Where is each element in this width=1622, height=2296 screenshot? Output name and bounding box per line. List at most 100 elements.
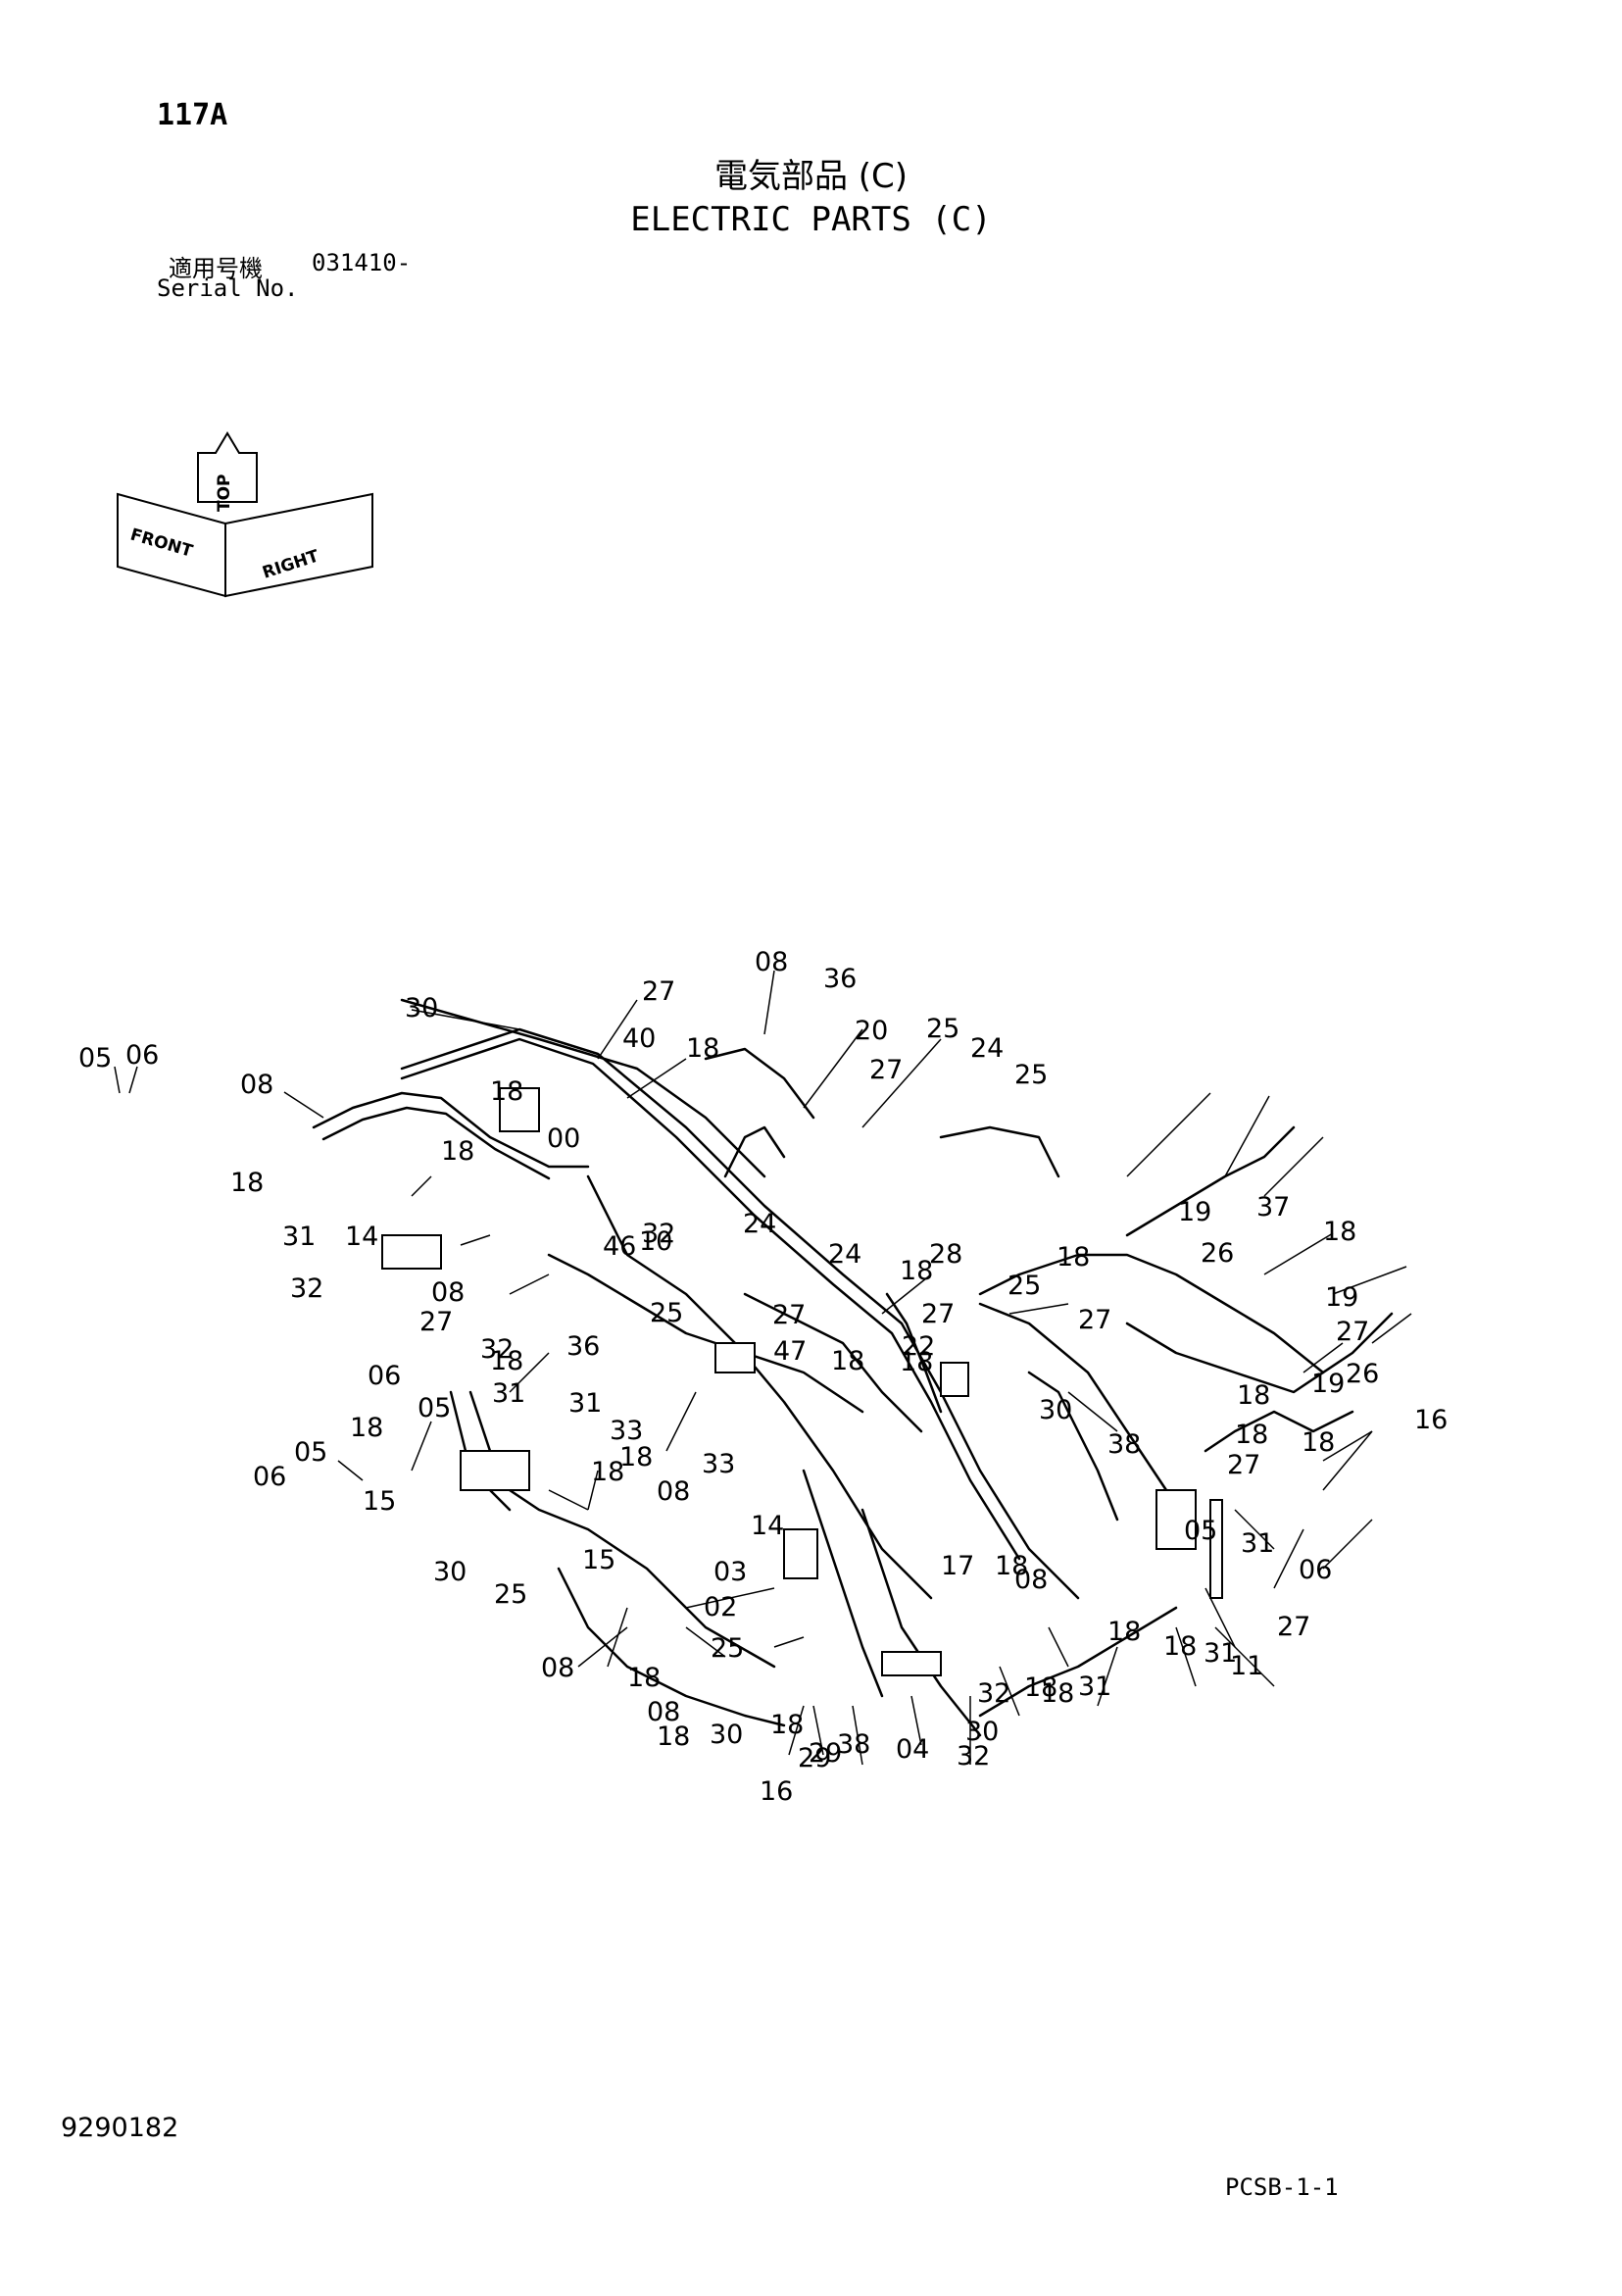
part-callout-31: 31: [1241, 1528, 1274, 1559]
part-callout-18: 18: [441, 1136, 474, 1167]
part-callout-04: 04: [896, 1734, 929, 1765]
part-callout-25: 25: [650, 1298, 683, 1328]
part-callout-33: 33: [702, 1449, 735, 1479]
part-callout-28: 28: [929, 1239, 962, 1270]
orientation-indicator: TOP FRONT RIGHT: [117, 431, 373, 598]
part-callout-27: 27: [1078, 1305, 1111, 1335]
part-callout-22: 22: [902, 1331, 935, 1362]
part-callout-18: 18: [657, 1722, 690, 1752]
part-callout-27: 27: [1227, 1450, 1260, 1480]
module-icon: [460, 1450, 530, 1491]
part-callout-47: 47: [773, 1336, 807, 1367]
part-callout-30: 30: [405, 993, 438, 1023]
part-callout-08: 08: [755, 947, 788, 977]
connector-icon: [714, 1342, 756, 1373]
part-callout-08: 08: [657, 1476, 690, 1507]
part-callout-27: 27: [772, 1300, 806, 1330]
serial-label-english: Serial No.: [157, 275, 299, 302]
part-callout-18: 18: [1024, 1672, 1057, 1703]
relay-box-icon: [499, 1087, 540, 1132]
part-callout-18: 18: [627, 1663, 661, 1693]
part-callout-17: 17: [941, 1551, 974, 1581]
part-callout-31: 31: [1078, 1672, 1111, 1702]
switch-box-icon: [783, 1528, 818, 1579]
part-callout-05: 05: [78, 1043, 112, 1073]
page-number: 117A: [157, 98, 228, 132]
part-callout-27: 27: [1277, 1612, 1310, 1642]
part-callout-19: 19: [1178, 1197, 1211, 1227]
serial-number-value: 031410-: [312, 249, 412, 276]
part-callout-36: 36: [823, 964, 857, 994]
terminal-strip-icon: [1209, 1499, 1223, 1599]
part-callout-15: 15: [582, 1545, 615, 1575]
part-callout-29: 29: [809, 1738, 842, 1769]
part-callout-18: 18: [1041, 1678, 1074, 1709]
part-callout-27: 27: [869, 1055, 903, 1085]
part-callout-25: 25: [1008, 1271, 1041, 1301]
part-callout-38: 38: [837, 1729, 870, 1760]
part-callout-26: 26: [1346, 1359, 1379, 1389]
electric-parts-diagram: 0506083027083640182025241827250018183114…: [78, 947, 1448, 1807]
part-callout-18: 18: [1235, 1420, 1268, 1450]
part-callout-18: 18: [490, 1346, 523, 1376]
part-callout-08: 08: [541, 1653, 574, 1683]
part-callout-30: 30: [710, 1720, 743, 1750]
part-callout-27: 27: [921, 1299, 955, 1329]
part-callout-18: 18: [591, 1457, 624, 1487]
part-callout-06: 06: [368, 1361, 401, 1391]
part-callout-27: 27: [1336, 1317, 1369, 1347]
page-title-english: ELECTRIC PARTS (C): [630, 200, 992, 239]
part-callout-05: 05: [1184, 1516, 1217, 1546]
part-callout-37: 37: [1256, 1192, 1290, 1223]
part-callout-18: 18: [900, 1256, 933, 1286]
part-callout-06: 06: [1299, 1555, 1332, 1585]
part-callout-32: 32: [977, 1678, 1010, 1709]
part-callout-18: 18: [1323, 1217, 1356, 1247]
part-callout-18: 18: [900, 1347, 933, 1377]
part-callout-46: 46: [603, 1231, 636, 1262]
part-callout-30: 30: [965, 1717, 999, 1747]
part-callout-36: 36: [566, 1331, 600, 1362]
part-callout-24: 24: [970, 1033, 1004, 1064]
part-callout-00: 00: [547, 1123, 580, 1154]
part-callout-18: 18: [350, 1413, 383, 1443]
part-callout-18: 18: [230, 1168, 264, 1198]
part-callout-10: 10: [639, 1226, 672, 1257]
part-callout-05: 05: [294, 1437, 327, 1468]
part-callout-18: 18: [1057, 1242, 1090, 1273]
part-callout-30: 30: [433, 1557, 467, 1587]
part-callout-15: 15: [363, 1486, 396, 1517]
part-callout-26: 26: [1201, 1238, 1234, 1269]
part-callout-31: 31: [568, 1388, 602, 1419]
controller-icon: [1155, 1489, 1197, 1550]
part-callout-24: 24: [828, 1239, 861, 1270]
part-callout-25: 25: [494, 1579, 527, 1610]
part-callout-18: 18: [995, 1551, 1028, 1581]
part-callout-25: 25: [711, 1633, 744, 1664]
part-callout-08: 08: [431, 1277, 465, 1308]
bracket-icon: [881, 1651, 942, 1676]
orientation-front-label: FRONT: [128, 525, 195, 562]
orientation-right-label: RIGHT: [260, 546, 321, 582]
part-callout-24: 24: [743, 1209, 776, 1239]
leader-lines: [114, 970, 1412, 1766]
part-callout-33: 33: [610, 1416, 643, 1446]
part-callout-38: 38: [1107, 1429, 1141, 1460]
part-callout-05: 05: [418, 1393, 451, 1423]
part-callout-16: 16: [760, 1776, 793, 1807]
page-title-japanese: 電気部品 (C): [713, 157, 909, 196]
part-callout-11: 11: [1230, 1651, 1263, 1681]
part-callout-25: 25: [926, 1014, 959, 1044]
part-callout-06: 06: [125, 1040, 159, 1071]
diagram-components: [381, 1087, 1223, 1676]
part-callout-06: 06: [253, 1462, 286, 1492]
serial-label-japanese: 適用号機: [169, 255, 263, 282]
part-callout-18: 18: [1163, 1631, 1197, 1662]
part-callout-08: 08: [1014, 1565, 1048, 1595]
part-callout-18: 18: [619, 1442, 653, 1472]
orientation-top-label: TOP: [215, 474, 234, 512]
part-callout-18: 18: [1107, 1617, 1141, 1647]
part-callout-31: 31: [1204, 1638, 1237, 1669]
